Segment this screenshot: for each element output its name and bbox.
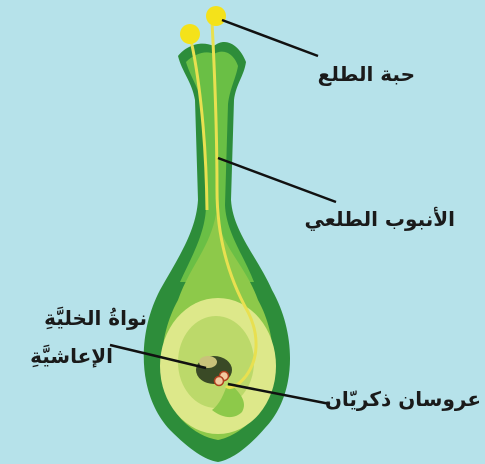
pollen-grain-2 bbox=[180, 24, 200, 44]
label-pollen-tube: الأنبوب الطلعي bbox=[304, 207, 455, 231]
leader-line-pollen-tube bbox=[218, 158, 336, 202]
pollen-grain-1 bbox=[206, 6, 226, 26]
label-vegetative-nucleus-line2: الإعاشيَّةِ bbox=[30, 344, 113, 368]
sperm-cell-2 bbox=[215, 377, 224, 386]
label-vegetative-nucleus-line1: نواةُ الخليَّةِ bbox=[44, 306, 147, 330]
label-sperm-cells: عروسان ذكريّان bbox=[325, 387, 481, 411]
label-pollen-grain: حبة الطلع bbox=[318, 62, 415, 86]
